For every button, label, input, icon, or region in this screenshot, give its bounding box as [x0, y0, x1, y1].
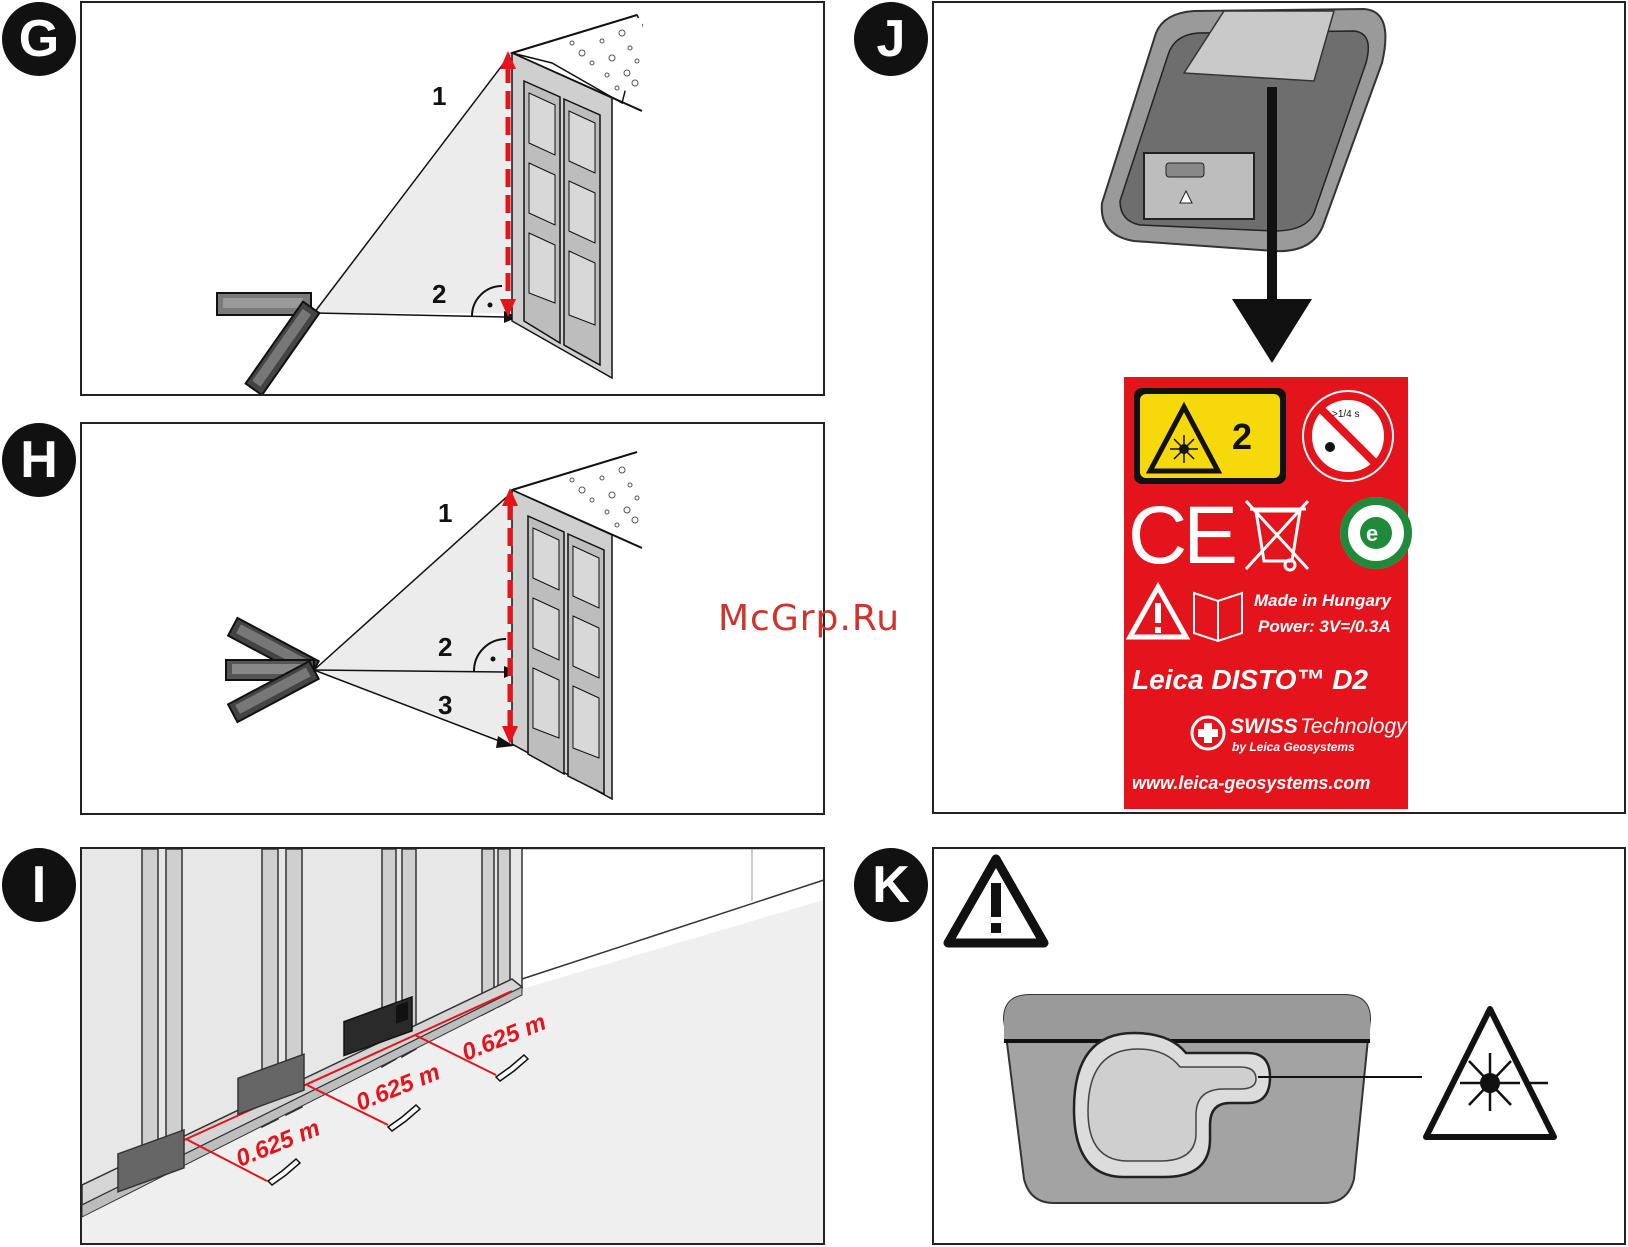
j-url: www.leica-geosystems.com [1132, 773, 1370, 793]
svg-text:e: e [1366, 521, 1378, 546]
j-laser-class: 2 [1232, 416, 1252, 457]
badge-g: G [2, 2, 76, 76]
badge-k: K [854, 848, 928, 922]
j-device-back [1102, 9, 1386, 251]
badge-j: J [854, 2, 928, 76]
panel-i: 0.625 m 0.625 m 0.625 m [80, 847, 825, 1245]
j-ce-mark: CE [1128, 490, 1235, 581]
h-label-1: 1 [438, 498, 452, 528]
panel-k [932, 847, 1626, 1245]
j-exposure-time: >1/4 s [1332, 409, 1360, 420]
panel-i-illustration: 0.625 m 0.625 m 0.625 m [82, 849, 825, 1245]
j-power: Power: 3V=/0.3A [1258, 617, 1391, 636]
k-device-front [1004, 995, 1370, 1203]
panel-k-illustration [934, 849, 1626, 1245]
panel-j: 2 >1/4 s CE e Made in Hungary Power: [932, 1, 1626, 814]
panel-g-illustration: 1 2 [82, 3, 825, 396]
j-made-in: Made in Hungary [1254, 591, 1393, 610]
watermark: McGrp.Ru [718, 598, 900, 639]
g-label-2: 2 [432, 279, 446, 309]
panel-j-illustration: 2 >1/4 s CE e Made in Hungary Power: [934, 3, 1626, 814]
h-label-2: 2 [438, 632, 452, 662]
badge-h: H [2, 423, 76, 497]
j-by: by Leica Geosystems [1232, 740, 1355, 754]
j-product: Leica DISTO™ D2 [1132, 664, 1368, 695]
panel-g: 1 2 [80, 1, 825, 396]
g-label-1: 1 [432, 81, 446, 111]
h-label-3: 3 [438, 690, 452, 720]
panel-h-illustration: 1 2 3 [82, 424, 825, 815]
panel-h: 1 2 3 [80, 422, 825, 815]
badge-i: I [2, 848, 76, 922]
j-technology: Technology [1300, 715, 1408, 738]
j-swiss: SWISS [1230, 715, 1298, 738]
